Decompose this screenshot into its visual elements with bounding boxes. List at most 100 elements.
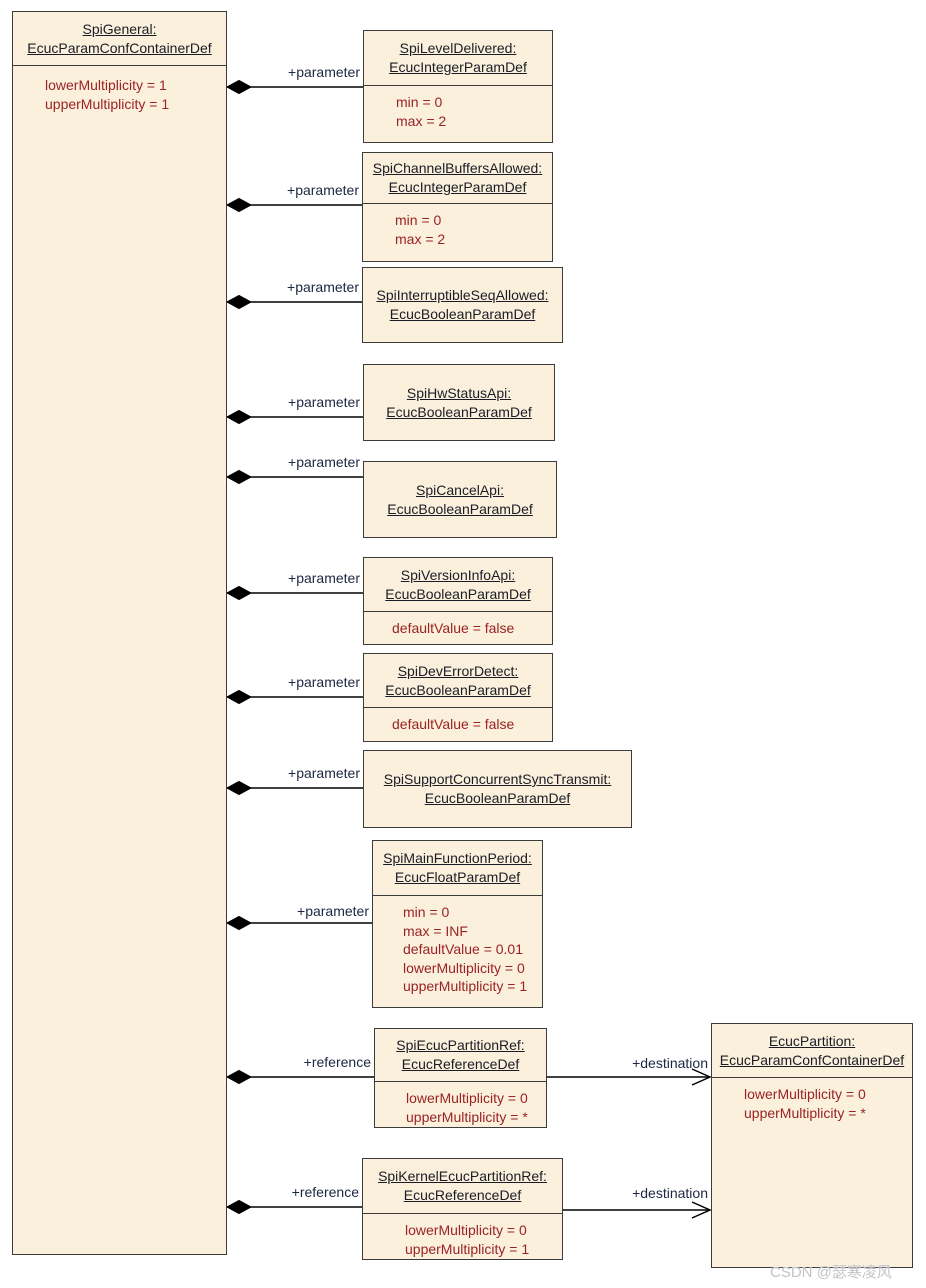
attribute-line: max = INF (403, 922, 468, 939)
class-attributes: defaultValue = false (364, 612, 552, 638)
attribute-line: defaultValue = 0.01 (403, 941, 524, 957)
attribute-line: min = 0 (396, 94, 443, 110)
class-box-spigeneral: SpiGeneral: EcucParamConfContainerDef lo… (12, 11, 227, 1255)
class-name: SpiInterruptibleSeqAllowed: (376, 287, 549, 303)
class-title: SpiVersionInfoApi: EcucBooleanParamDef (364, 558, 552, 612)
class-attributes: min = 0 max = INF defaultValue = 0.01 lo… (373, 896, 542, 996)
attribute-line: min = 0 (395, 212, 442, 228)
class-box-spiecucpartitionref: SpiEcucPartitionRef: EcucReferenceDef lo… (374, 1028, 547, 1128)
class-name: SpiDevErrorDetect: (397, 662, 519, 679)
class-title: SpiChannelBuffersAllowed: EcucIntegerPar… (363, 153, 552, 204)
label-parameter-spileveldelivered: +parameter (288, 64, 360, 80)
class-name: EcucPartition: (768, 1032, 856, 1049)
aggregation-diamond-icon (225, 294, 253, 310)
class-box-spileveldelivered: SpiLevelDelivered: EcucIntegerParamDef m… (363, 30, 553, 143)
class-type: EcucBooleanParamDef (424, 790, 571, 806)
open-arrow-icon (691, 1068, 712, 1086)
aggregation-diamond-icon (225, 689, 253, 705)
class-attributes: min = 0 max = 2 (363, 204, 552, 248)
class-type: EcucParamConfContainerDef (719, 1051, 905, 1068)
class-type: EcucReferenceDef (401, 1056, 520, 1072)
label-parameter-spicancelapi: +parameter (288, 454, 360, 470)
attribute-line: max = 2 (395, 230, 446, 247)
class-box-spisupportconcurrentsynctransmit: SpiSupportConcurrentSyncTransmit: EcucBo… (363, 750, 632, 828)
aggregation-diamond-icon (225, 1069, 253, 1085)
class-box-spiinterruptibleseqallowed: SpiInterruptibleSeqAllowed: EcucBooleanP… (362, 267, 563, 343)
label-parameter-spisupportconcurrentsynctransmit: +parameter (288, 765, 360, 781)
class-type: EcucFloatParamDef (394, 869, 521, 885)
label-reference-spiecucpartitionref: +reference (303, 1054, 371, 1070)
class-attributes: min = 0 max = 2 (364, 86, 552, 130)
label-parameter-spihwstatusapi: +parameter (288, 394, 360, 410)
class-title: SpiHwStatusApi: EcucBooleanParamDef (364, 384, 554, 422)
class-box-spikernelecucpartitionref: SpiKernelEcucPartitionRef: EcucReference… (362, 1158, 563, 1260)
class-type: EcucIntegerParamDef (389, 59, 527, 75)
aggregation-diamond-icon (225, 469, 253, 485)
class-attributes: lowerMultiplicity = 0 upperMultiplicity … (375, 1082, 546, 1126)
attribute-line: defaultValue = false (392, 620, 515, 636)
class-name: SpiCancelApi: (416, 481, 504, 498)
class-title: SpiCancelApi: EcucBooleanParamDef (364, 481, 556, 519)
class-attributes: lowerMultiplicity = 0 upperMultiplicity … (712, 1078, 912, 1122)
attribute-line: max = 2 (396, 112, 447, 129)
label-parameter-spiinterruptibleseqallowed: +parameter (287, 279, 359, 295)
label-parameter-spideverrordetect: +parameter (288, 674, 360, 690)
label-parameter-spiversioninfoapi: +parameter (288, 570, 360, 586)
aggregation-diamond-icon (225, 79, 253, 95)
attribute-line: upperMultiplicity = * (406, 1108, 528, 1125)
attribute-line: lowerMultiplicity = 0 (744, 1086, 866, 1102)
class-box-spicancelapi: SpiCancelApi: EcucBooleanParamDef (363, 461, 557, 538)
attribute-line: upperMultiplicity = 1 (405, 1240, 530, 1257)
class-attributes: lowerMultiplicity = 1 upperMultiplicity … (13, 66, 226, 113)
class-box-spimainfunctionperiod: SpiMainFunctionPeriod: EcucFloatParamDef… (372, 840, 543, 1008)
aggregation-diamond-icon (225, 409, 253, 425)
class-type: EcucBooleanParamDef (389, 306, 536, 322)
class-name: SpiVersionInfoApi: (400, 566, 516, 583)
class-name: SpiKernelEcucPartitionRef: (378, 1168, 547, 1184)
class-attributes: defaultValue = false (364, 708, 552, 734)
attribute-line: lowerMultiplicity = 0 (406, 1090, 528, 1106)
attribute-line: upperMultiplicity = 1 (403, 978, 528, 994)
watermark-text: CSDN @瑟寒凌风 (770, 1264, 892, 1281)
label-parameter-spichannelbuffersallowed: +parameter (287, 182, 359, 198)
class-title: SpiKernelEcucPartitionRef: EcucReference… (363, 1159, 562, 1214)
class-name: SpiEcucPartitionRef: (396, 1037, 525, 1053)
class-title: SpiDevErrorDetect: EcucBooleanParamDef (364, 654, 552, 708)
class-name: SpiMainFunctionPeriod: (383, 850, 532, 866)
attribute-line: lowerMultiplicity = 0 (405, 1222, 527, 1238)
aggregation-diamond-icon (225, 915, 253, 931)
attribute-line: defaultValue = false (392, 716, 515, 732)
class-name: SpiLevelDelivered: (399, 40, 517, 56)
class-type: EcucBooleanParamDef (387, 500, 533, 517)
class-box-spichannelbuffersallowed: SpiChannelBuffersAllowed: EcucIntegerPar… (362, 152, 553, 262)
class-type: EcucBooleanParamDef (385, 585, 531, 602)
class-title: SpiGeneral: EcucParamConfContainerDef (13, 12, 226, 66)
class-name: SpiSupportConcurrentSyncTransmit: (383, 771, 612, 787)
class-box-spideverrordetect: SpiDevErrorDetect: EcucBooleanParamDef d… (363, 653, 553, 742)
class-name: SpiChannelBuffersAllowed: (372, 160, 543, 176)
class-type: EcucReferenceDef (403, 1187, 522, 1203)
aggregation-diamond-icon (225, 1199, 253, 1215)
label-reference-spikernelecucpartitionref: +reference (291, 1184, 359, 1200)
attribute-line: lowerMultiplicity = 0 (403, 959, 525, 976)
attribute-line: upperMultiplicity = 1 (45, 95, 170, 112)
attribute-line: min = 0 (403, 904, 450, 920)
class-title: SpiInterruptibleSeqAllowed: EcucBooleanP… (363, 286, 562, 324)
class-name: SpiHwStatusApi: (406, 384, 512, 401)
attribute-line: lowerMultiplicity = 1 (45, 77, 167, 93)
class-box-spihwstatusapi: SpiHwStatusApi: EcucBooleanParamDef (363, 364, 555, 441)
class-box-spiversioninfoapi: SpiVersionInfoApi: EcucBooleanParamDef d… (363, 557, 553, 645)
class-type: EcucBooleanParamDef (385, 681, 531, 698)
class-box-ecucpartition: EcucPartition: EcucParamConfContainerDef… (711, 1023, 913, 1268)
class-type: EcucParamConfContainerDef (27, 39, 212, 56)
open-arrow-icon (691, 1201, 712, 1219)
class-title: SpiMainFunctionPeriod: EcucFloatParamDef (373, 841, 542, 896)
class-title: SpiSupportConcurrentSyncTransmit: EcucBo… (364, 770, 631, 808)
aggregation-diamond-icon (225, 585, 253, 601)
label-destination-spiecucpartitionref: +destination (632, 1055, 708, 1071)
attribute-line: upperMultiplicity = * (744, 1104, 866, 1121)
class-type: EcucIntegerParamDef (388, 179, 527, 195)
label-destination-spikernelecucpartitionref: +destination (632, 1185, 708, 1201)
class-title: SpiEcucPartitionRef: EcucReferenceDef (375, 1029, 546, 1082)
